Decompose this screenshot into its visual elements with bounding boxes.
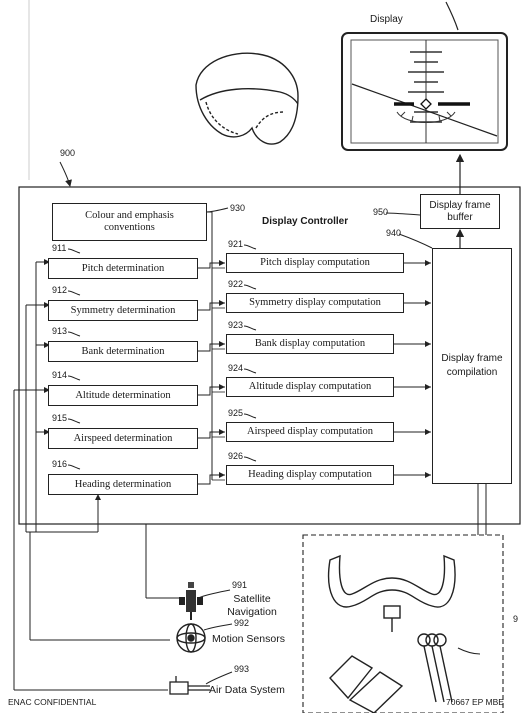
determination-ref: 914 <box>52 370 68 380</box>
ref-940: 940 <box>386 228 402 238</box>
ref-900: 900 <box>60 148 76 158</box>
determination-ref: 913 <box>52 326 68 336</box>
arrowhead <box>219 472 225 478</box>
arrowhead <box>219 300 225 306</box>
ref-leader <box>67 290 81 296</box>
computation-ref: 921 <box>228 239 244 249</box>
throttle-icon <box>417 633 481 703</box>
colour-conventions-box: Colour and emphasis conventions <box>52 203 207 241</box>
arrowhead <box>425 260 431 266</box>
ref-leader <box>67 375 81 381</box>
satellite-navigation-label: Satellite Navigation <box>227 593 277 618</box>
arrowhead <box>219 341 225 347</box>
arrowhead <box>425 300 431 306</box>
det-to-comp-arrow <box>198 431 225 439</box>
arrowhead <box>219 260 225 266</box>
ref-leader <box>243 244 257 250</box>
ref-950: 950 <box>373 207 389 217</box>
computation-box: Heading display computation <box>226 465 394 485</box>
determination-box: Airspeed determination <box>48 428 198 449</box>
determination-ref: 912 <box>52 285 68 295</box>
ref-992: 992 <box>234 618 250 628</box>
computation-box: Bank display computation <box>226 334 394 354</box>
computation-box: Altitude display computation <box>226 377 394 397</box>
display-label: Display <box>370 14 403 25</box>
row-connectors <box>67 244 431 485</box>
ref-leader <box>243 368 257 374</box>
arrowhead <box>219 384 225 390</box>
determination-ref: 911 <box>52 243 67 253</box>
determination-box: Heading determination <box>48 474 198 495</box>
arrowhead <box>425 429 431 435</box>
motion-sensors-label: Motion Sensors <box>212 633 285 645</box>
determination-ref: 916 <box>52 459 68 469</box>
air-data-system-label: Air Data System <box>209 684 285 696</box>
edge-ref: 9 <box>513 614 519 624</box>
ref-leader <box>67 464 81 470</box>
determination-box: Bank determination <box>48 341 198 362</box>
ref-leader <box>243 284 257 290</box>
arrowhead <box>219 429 225 435</box>
ref-leader <box>67 248 81 254</box>
arrowhead <box>425 384 431 390</box>
computation-ref: 925 <box>228 408 244 418</box>
det-to-comp-arrow <box>198 262 225 269</box>
yoke-icon <box>327 554 456 632</box>
satellite-icon <box>179 582 231 620</box>
determination-box: Altitude determination <box>48 385 198 406</box>
ref-993: 993 <box>234 664 250 674</box>
ref-930: 930 <box>230 203 246 213</box>
arrowhead <box>425 472 431 478</box>
determination-box: Pitch determination <box>48 258 198 279</box>
helmet-icon <box>195 52 299 145</box>
computation-box: Symmetry display computation <box>226 293 404 313</box>
frame-compilation-box: Display frame compilation <box>432 248 512 484</box>
det-to-comp-arrow <box>198 343 225 352</box>
computation-ref: 923 <box>228 320 244 330</box>
rudder-pedals-icon <box>329 655 404 713</box>
ref-leader <box>67 418 81 424</box>
display-screen-icon <box>341 1 508 151</box>
computation-box: Airspeed display computation <box>226 422 394 442</box>
footer-confidential: ENAC CONFIDENTIAL <box>8 697 97 707</box>
frame-buffer-box: Display frame buffer <box>420 194 500 229</box>
ref-991: 991 <box>232 580 248 590</box>
det-to-comp-arrow <box>198 302 225 311</box>
ref-leader <box>243 325 257 331</box>
computation-box: Pitch display computation <box>226 253 404 273</box>
det-to-comp-arrow <box>198 386 225 396</box>
ref-leader <box>243 413 257 419</box>
computation-ref: 924 <box>228 363 244 373</box>
computation-ref: 926 <box>228 451 244 461</box>
det-to-comp-arrow <box>198 474 225 485</box>
computation-ref: 922 <box>228 279 244 289</box>
ref-leader <box>243 456 257 462</box>
gyroscope-icon <box>176 623 233 653</box>
footer-ref: 70667 EP MBE <box>446 697 504 707</box>
arrowhead <box>425 341 431 347</box>
controller-title: Display Controller <box>262 216 349 227</box>
determination-ref: 915 <box>52 413 68 423</box>
ref-leader <box>67 331 81 337</box>
determination-box: Symmetry determination <box>48 300 198 321</box>
pitot-tube-icon <box>169 671 233 695</box>
controller-boundary <box>18 186 521 525</box>
